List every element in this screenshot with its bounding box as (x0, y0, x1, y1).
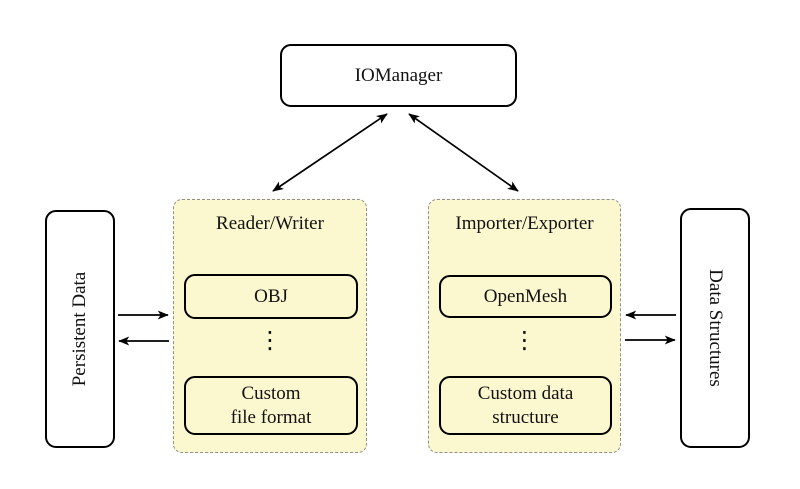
group-importer-exporter: Importer/Exporter OpenMesh ⋮ Custom data… (428, 199, 621, 453)
node-custom-data-structure-line2: structure (492, 406, 559, 428)
node-iomanager: IOManager (280, 44, 517, 107)
node-custom-file-format-line1: Custom (241, 383, 301, 405)
ellipsis-importer-exporter: ⋮ (512, 326, 537, 354)
group-reader-writer: Reader/Writer OBJ ⋮ Custom file format (173, 199, 367, 453)
node-custom-data-structure: Custom data structure (439, 376, 612, 435)
node-obj: OBJ (184, 274, 358, 319)
node-custom-file-format: Custom file format (184, 376, 358, 435)
group-reader-writer-title: Reader/Writer (216, 213, 324, 234)
arrow-iomanager-importer-exporter (408, 113, 519, 192)
node-obj-label: OBJ (254, 285, 288, 307)
node-data-structures-label: Data Structures (705, 269, 726, 387)
ellipsis-reader-writer: ⋮ (258, 326, 282, 354)
node-openmesh: OpenMesh (439, 275, 612, 318)
node-data-structures: Data Structures (680, 208, 750, 448)
node-persistent-data: Persistent Data (45, 210, 115, 448)
node-iomanager-label: IOManager (354, 64, 443, 86)
arrow-iomanager-reader-writer (272, 113, 388, 192)
node-persistent-data-label: Persistent Data (69, 271, 90, 387)
node-openmesh-label: OpenMesh (483, 285, 568, 307)
node-custom-file-format-line2: file format (230, 406, 312, 428)
group-importer-exporter-title: Importer/Exporter (455, 213, 594, 234)
node-custom-data-structure-line1: Custom data (477, 383, 574, 405)
